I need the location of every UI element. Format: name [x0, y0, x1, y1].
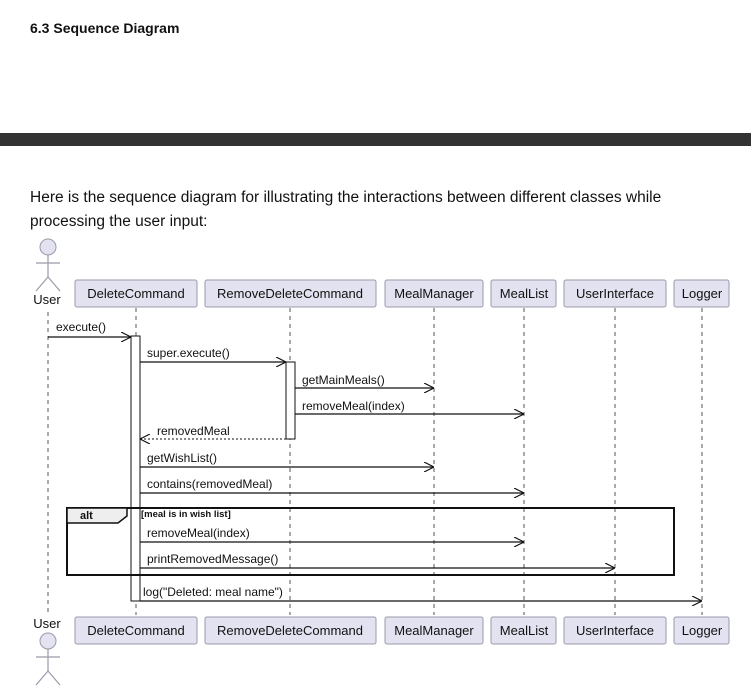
- message-removedmeal-return: removedMeal: [141, 424, 286, 439]
- svg-text:execute(): execute(): [56, 320, 106, 334]
- alt-guard: [meal is in wish list]: [141, 509, 231, 520]
- svg-text:MealList: MealList: [500, 623, 549, 638]
- participant-userinterface-top: UserInterface: [563, 279, 667, 308]
- svg-text:removeMeal(index): removeMeal(index): [302, 399, 405, 413]
- message-super-execute: super.execute(): [140, 346, 285, 362]
- svg-text:contains(removedMeal): contains(removedMeal): [147, 477, 272, 491]
- message-log: log("Deleted: meal name"): [140, 585, 701, 601]
- svg-text:printRemovedMessage(): printRemovedMessage(): [147, 552, 278, 566]
- participant-deletecommand-bottom: DeleteCommand: [74, 616, 198, 645]
- alt-fragment: alt [meal is in wish list]: [66, 507, 675, 576]
- svg-text:Logger: Logger: [682, 286, 723, 301]
- svg-text:removeMeal(index): removeMeal(index): [147, 526, 250, 540]
- participant-deletecommand-top: DeleteCommand: [74, 279, 198, 308]
- activation-deletecommand: [130, 335, 141, 602]
- svg-text:RemoveDeleteCommand: RemoveDeleteCommand: [217, 286, 363, 301]
- alt-operator: alt: [80, 510, 93, 522]
- svg-text:RemoveDeleteCommand: RemoveDeleteCommand: [217, 623, 363, 638]
- intro-paragraph: Here is the sequence diagram for illustr…: [30, 189, 662, 230]
- participant-removedeletecommand-top: RemoveDeleteCommand: [204, 279, 377, 308]
- svg-text:Logger: Logger: [682, 623, 723, 638]
- participant-meallist-top: MealList: [490, 279, 557, 308]
- participant-logger-bottom: Logger: [673, 616, 730, 645]
- participant-mealmanager-bottom: MealManager: [384, 616, 484, 645]
- activation-removedeletecommand: [285, 361, 296, 440]
- svg-text:removedMeal: removedMeal: [157, 424, 230, 438]
- svg-text:MealManager: MealManager: [394, 623, 474, 638]
- svg-text:super.execute(): super.execute(): [147, 346, 230, 360]
- divider-bar: [0, 133, 751, 146]
- message-getwishlist: getWishList(): [140, 451, 433, 467]
- svg-text:UserInterface: UserInterface: [576, 286, 654, 301]
- svg-text:DeleteCommand: DeleteCommand: [87, 286, 185, 301]
- participant-mealmanager-top: MealManager: [384, 279, 484, 308]
- actor-label-bottom: User: [33, 616, 61, 631]
- svg-text:getWishList(): getWishList(): [147, 451, 217, 465]
- participant-meallist-bottom: MealList: [490, 616, 557, 645]
- participant-userinterface-bottom: UserInterface: [563, 616, 667, 645]
- message-removemeal-2: removeMeal(index): [140, 526, 523, 542]
- svg-text:getMainMeals(): getMainMeals(): [302, 373, 385, 387]
- svg-text:log("Deleted: meal name"): log("Deleted: meal name"): [143, 585, 283, 599]
- participant-logger-top: Logger: [673, 279, 730, 308]
- user-actor-bottom: User: [33, 616, 61, 686]
- actor-label-top: User: [33, 292, 61, 307]
- message-getmainmeals: getMainMeals(): [295, 373, 433, 388]
- svg-text:MealList: MealList: [500, 286, 549, 301]
- participant-removedeletecommand-bottom: RemoveDeleteCommand: [204, 616, 377, 645]
- message-printremovedmessage: printRemovedMessage(): [140, 552, 614, 568]
- message-execute: execute(): [48, 320, 130, 337]
- message-removemeal-1: removeMeal(index): [295, 399, 523, 414]
- svg-text:DeleteCommand: DeleteCommand: [87, 623, 185, 638]
- section-heading: 6.3 Sequence Diagram: [30, 20, 180, 36]
- user-actor-top: User: [33, 238, 61, 307]
- message-contains: contains(removedMeal): [140, 477, 523, 493]
- svg-text:MealManager: MealManager: [394, 286, 474, 301]
- svg-text:UserInterface: UserInterface: [576, 623, 654, 638]
